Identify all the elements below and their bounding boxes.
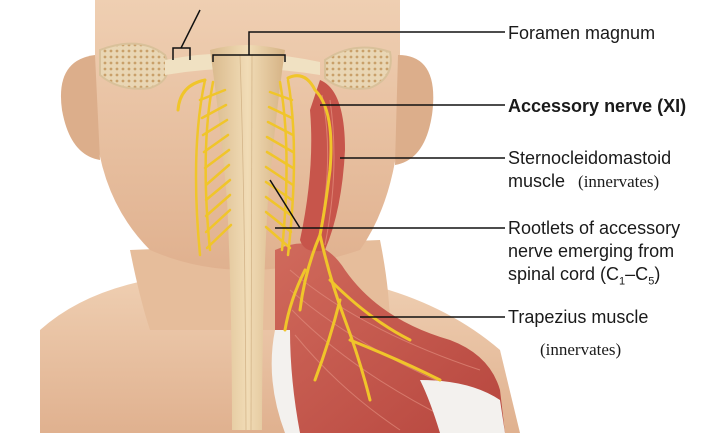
accessory-nerve-label: Accessory nerve (XI) xyxy=(508,95,686,117)
rootlets-label-line3: spinal cord (C1–C5) xyxy=(508,263,660,293)
left-ear xyxy=(61,55,100,160)
trapezius-label: Trapezius muscle xyxy=(508,306,648,328)
foramen-magnum-label: Foramen magnum xyxy=(508,22,655,44)
scm-label-muscle: muscle xyxy=(508,171,565,191)
right-ear xyxy=(395,55,433,165)
left-occipital-bone xyxy=(100,44,168,89)
scm-label-line1: Sternocleidomastoid xyxy=(508,147,671,169)
rootlets-label-line2: nerve emerging from xyxy=(508,240,674,262)
scm-innervates-note: (innervates) xyxy=(578,172,659,191)
trapezius-innervates-note: (innervates) xyxy=(540,339,621,361)
rootlets-prefix: spinal cord (C xyxy=(508,264,619,284)
right-occipital-bone xyxy=(325,48,391,89)
rootlets-close: ) xyxy=(654,264,660,284)
rootlets-label-line1: Rootlets of accessory xyxy=(508,217,680,239)
rootlets-dash: –C xyxy=(625,264,648,284)
scm-label-line2: muscle (innervates) xyxy=(508,170,659,193)
